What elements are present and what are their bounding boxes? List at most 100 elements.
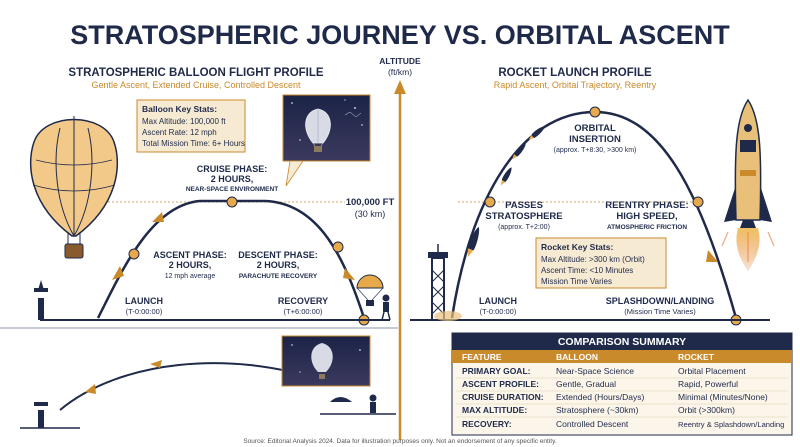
reentry-phase-line2: HIGH SPEED, [616, 211, 677, 222]
reference-km: (30 km) [355, 209, 386, 219]
table-cell: Reentry & Splashdown/Landing [678, 420, 784, 429]
table-cell: RECOVERY: [462, 419, 512, 429]
balloon-launch-time: (T-0:00:00) [126, 307, 163, 316]
cruise-phase-title: CRUISE PHASE: [197, 164, 268, 174]
trajectory-node [128, 248, 140, 260]
orbital-insertion-line1: ORBITAL [574, 123, 616, 134]
descent-phase-value: 2 HOURS, [257, 260, 300, 270]
descent-phase-title: DESCENT PHASE: [238, 250, 318, 260]
table-cell: Rapid, Powerful [678, 379, 738, 389]
axis-label: ALTITUDE [379, 56, 421, 66]
rocket-stats-title: Rocket Key Stats: [541, 242, 613, 252]
direction-arrow-icon [85, 384, 96, 394]
table-cell: Gentle, Gradual [556, 379, 616, 389]
balloon-recovery-title: RECOVERY [278, 296, 328, 306]
rocket-trajectory [410, 106, 770, 326]
table-cell: ASCENT PROFILE: [462, 379, 539, 389]
small-rocket-icon [467, 226, 480, 257]
page-title: STRATOSPHERIC JOURNEY VS. ORBITAL ASCENT [70, 20, 730, 50]
table-row: MAX ALTITUDE: Stratosphere (~30km) Orbit… [462, 405, 735, 415]
rocket-heading: ROCKET LAUNCH PROFILE [498, 67, 652, 79]
altitude-axis: ALTITUDE (ft/km) [379, 56, 421, 440]
balloon-stats-box: Balloon Key Stats: Max Altitude: 100,000… [136, 99, 246, 153]
balloon-stat-line: Max Altitude: 100,000 ft [142, 117, 226, 126]
mini-person-icon [369, 394, 377, 402]
balloon-subheading: Gentle Ascent, Extended Cruise, Controll… [91, 80, 301, 90]
splashdown-time: (Mission Time Varies) [624, 307, 696, 316]
comparison-title-bar [452, 333, 792, 350]
reference-ft: 100,000 FT [346, 197, 395, 208]
passes-stratosphere-note: (approx. T+2:00) [498, 224, 550, 231]
balloon-recovery-time: (T+6:00:00) [284, 307, 323, 316]
small-rocket-icon [528, 126, 545, 140]
balloon-launch-title: LAUNCH [125, 296, 163, 306]
balloon-launch-tower-icon [34, 280, 48, 320]
table-row: CRUISE DURATION: Extended (Hours/Days) M… [462, 392, 768, 402]
passes-stratosphere-line2: STRATOSPHERE [485, 211, 562, 222]
passes-stratosphere-line1: PASSES [505, 200, 543, 211]
mini-tower-icon [38, 410, 44, 428]
axis-arrow-icon [394, 80, 406, 94]
ascent-phase-title: ASCENT PHASE: [153, 250, 227, 260]
rocket-stat-line: Mission Time Varies [541, 277, 612, 286]
balloon-night-inset [282, 94, 371, 162]
rocket-subheading: Rapid Ascent, Orbital Trajectory, Reentr… [494, 80, 657, 90]
table-cell: Controlled Descent [556, 419, 629, 429]
direction-arrow-icon [112, 266, 124, 280]
trajectory-node [589, 106, 601, 118]
table-cell: Orbit (>300km) [678, 405, 735, 415]
small-rocket-icon [512, 143, 526, 160]
table-cell: PRIMARY GOAL: [462, 366, 531, 376]
hot-air-balloon-icon [29, 116, 119, 259]
large-rocket-icon [721, 98, 775, 272]
comparison-header-cell: ROCKET [678, 352, 715, 362]
table-cell: Minimal (Minutes/None) [678, 392, 768, 402]
ascent-phase-note: 12 mph average [165, 273, 216, 280]
ascent-phase-value: 2 HOURS, [169, 260, 212, 270]
person-icon [381, 294, 391, 321]
trajectory-node [692, 196, 704, 208]
comparison-table: COMPARISON SUMMARY FEATURE BALLOON ROCKE… [451, 332, 793, 436]
comparison-header-cell: FEATURE [462, 352, 502, 362]
table-cell: Extended (Hours/Days) [556, 392, 645, 402]
cruise-phase-value: 2 HOURS, [211, 174, 254, 184]
balloon-stat-line: Ascent Rate: 12 mph [142, 128, 217, 137]
table-cell: MAX ALTITUDE: [462, 405, 527, 415]
balloon-trajectory [40, 196, 390, 326]
direction-arrow-icon [150, 360, 162, 368]
orbital-insertion-line2: INSERTION [569, 134, 621, 145]
comparison-title: COMPARISON SUMMARY [558, 336, 686, 348]
footer-source: Source: Editorial Analysis 2024. Data fo… [243, 438, 557, 445]
rocket-sequence-icons [467, 126, 545, 257]
trajectory-node [332, 241, 344, 253]
balloon-stats-title: Balloon Key Stats: [142, 104, 217, 114]
table-cell: CRUISE DURATION: [462, 392, 544, 402]
direction-arrow-icon [152, 212, 164, 222]
direction-arrow-icon [706, 250, 718, 262]
balloon-heading: STRATOSPHERIC BALLOON FLIGHT PROFILE [68, 67, 323, 79]
reentry-phase-line1: REENTRY PHASE: [605, 200, 688, 211]
splashdown-title: SPLASHDOWN/LANDING [606, 296, 715, 306]
rocket-launch-title: LAUNCH [479, 296, 517, 306]
small-rocket-icon [501, 167, 512, 186]
altitude-reference-line: 100,000 FT (30 km) [100, 197, 700, 219]
table-cell: Orbital Placement [678, 366, 746, 376]
balloon-stat-line: Total Mission Time: 6+ Hours [142, 139, 245, 148]
comparison-header-row [452, 350, 792, 363]
rocket-launch-tower-icon [428, 244, 462, 321]
mini-parachute-icon [330, 397, 352, 402]
table-row: RECOVERY: Controlled Descent Reentry & S… [462, 419, 784, 429]
rocket-stat-line: Max Altitude: >300 km (Orbit) [541, 255, 645, 264]
mini-trajectory-scene [0, 327, 398, 429]
trajectory-node [484, 196, 496, 208]
table-cell: Stratosphere (~30km) [556, 405, 639, 415]
axis-unit: (ft/km) [388, 67, 412, 77]
table-cell: Near-Space Science [556, 366, 634, 376]
mini-balloon-icon [311, 343, 333, 372]
trajectory-node [226, 196, 238, 208]
rocket-stat-line: Ascent Time: <10 Minutes [541, 266, 633, 275]
direction-arrow-icon [343, 268, 355, 280]
table-row: ASCENT PROFILE: Gentle, Gradual Rapid, P… [462, 379, 738, 389]
orbital-insertion-note: (approx. T+8:30, >300 km) [554, 147, 637, 154]
